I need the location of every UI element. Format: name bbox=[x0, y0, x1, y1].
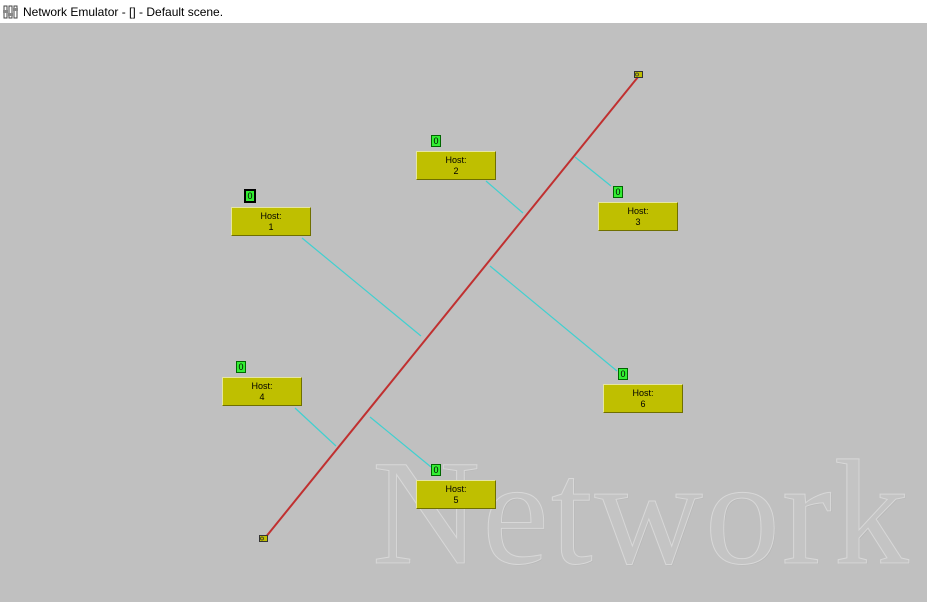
host-6[interactable]: Host: 6 bbox=[603, 384, 683, 413]
host-4-label: Host: bbox=[251, 381, 273, 391]
link-host-3[interactable] bbox=[574, 156, 612, 187]
host-3-counter[interactable]: 0 bbox=[613, 186, 623, 198]
host-1[interactable]: Host: 1 bbox=[231, 207, 311, 236]
host-2-counter[interactable]: 0 bbox=[431, 135, 441, 147]
title-bar: Network Emulator - [] - Default scene. bbox=[0, 0, 927, 23]
link-host-2[interactable] bbox=[485, 180, 524, 214]
host-5[interactable]: Host: 5 bbox=[416, 480, 496, 509]
host-5-number: 5 bbox=[453, 495, 459, 505]
host-5-label: Host: bbox=[445, 484, 467, 494]
host-6-label: Host: bbox=[632, 388, 654, 398]
window-title: Network Emulator - [] - Default scene. bbox=[23, 4, 224, 19]
host-4[interactable]: Host: 4 bbox=[222, 377, 302, 406]
host-6-number: 6 bbox=[640, 399, 646, 409]
link-host-5[interactable] bbox=[369, 416, 432, 468]
network-emulator-icon bbox=[3, 5, 18, 18]
host-1-counter[interactable]: 0 bbox=[244, 189, 256, 203]
host-2[interactable]: Host: 2 bbox=[416, 151, 496, 180]
link-host-1[interactable] bbox=[301, 237, 422, 337]
host-3-number: 3 bbox=[635, 217, 641, 227]
host-5-counter[interactable]: 0 bbox=[431, 464, 441, 476]
host-2-label: Host: bbox=[445, 155, 467, 165]
bus-terminator-icon[interactable] bbox=[634, 71, 643, 78]
link-host-4[interactable] bbox=[294, 407, 337, 447]
host-1-label: Host: bbox=[260, 211, 282, 221]
link-host-6[interactable] bbox=[489, 265, 618, 372]
host-6-counter[interactable]: 0 bbox=[618, 368, 628, 380]
scene-canvas[interactable]: Network 0 Host: 1 0 Host: 2 0 Host: 3 0 bbox=[0, 23, 927, 602]
bus-cable[interactable] bbox=[264, 76, 639, 539]
host-2-number: 2 bbox=[453, 166, 459, 176]
host-3-label: Host: bbox=[627, 206, 649, 216]
network-links bbox=[264, 76, 639, 539]
host-4-counter[interactable]: 0 bbox=[236, 361, 246, 373]
host-1-number: 1 bbox=[268, 222, 274, 232]
host-4-number: 4 bbox=[259, 392, 265, 402]
host-3[interactable]: Host: 3 bbox=[598, 202, 678, 231]
bus-terminator-icon[interactable] bbox=[259, 535, 268, 542]
